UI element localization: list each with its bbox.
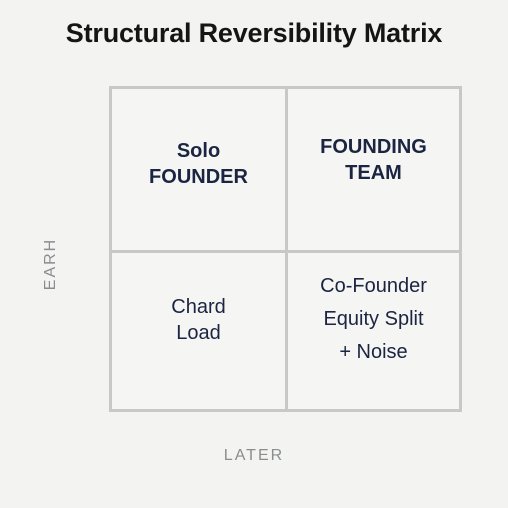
reversibility-matrix: Solo FOUNDER FOUNDING TEAM Chard Load Co… — [109, 86, 462, 412]
quadrant-top-right: FOUNDING TEAM — [288, 89, 459, 250]
quadrant-label-line: Co-Founder — [320, 274, 427, 297]
quadrant-top-left: Solo FOUNDER — [112, 89, 285, 250]
horizontal-divider — [112, 250, 459, 253]
quadrant-label-line: TEAM — [345, 161, 402, 184]
quadrant-label-line: Solo — [176, 139, 221, 162]
x-axis-label: LATER — [223, 447, 285, 464]
page-title: Structural Reversibility Matrix — [65, 18, 443, 48]
quadrant-bottom-left: Chard Load — [112, 253, 285, 409]
vertical-divider — [285, 89, 288, 409]
quadrant-label-line: Chard — [171, 296, 226, 318]
quadrant-label-line: FOUNDER — [149, 165, 248, 188]
quadrant-label-line: + Noise — [339, 340, 408, 363]
quadrant-label-line: FOUNDING — [320, 135, 427, 158]
quadrant-label-line: Load — [176, 322, 221, 344]
y-axis-label: EARH — [42, 237, 59, 291]
quadrant-bottom-right: Co-Founder Equity Split + Noise — [288, 253, 459, 409]
quadrant-label-line: Equity Split — [323, 307, 424, 330]
